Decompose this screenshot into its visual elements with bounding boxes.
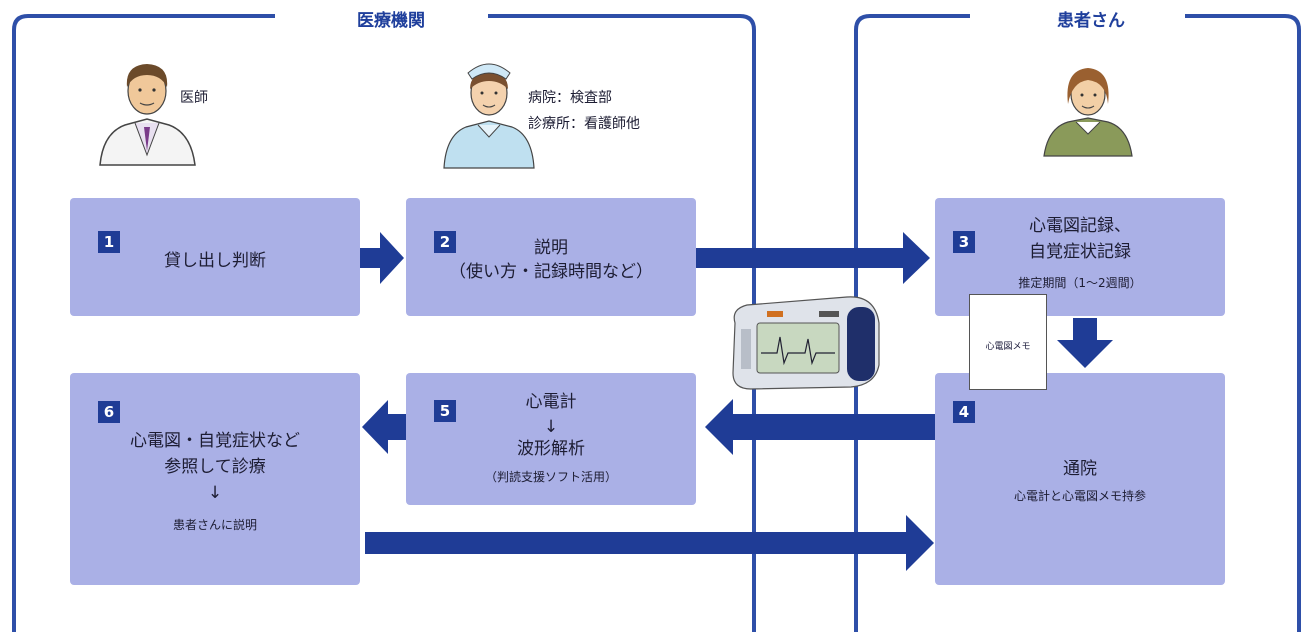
step-6-text-line2: 参照して診療 xyxy=(164,457,266,477)
step-3-number: 3 xyxy=(953,231,975,253)
step-5-text-line2: 波形解析 xyxy=(517,439,585,459)
doctor-label: 医師 xyxy=(180,90,208,106)
section-title-patient: 患者さん xyxy=(1025,6,1157,31)
step-6-text-line1: 心電図・自覚症状など xyxy=(130,431,300,451)
ecg-device-illustration xyxy=(732,296,880,390)
step-4-box: 4 通院 心電計と心電図メモ持参 xyxy=(935,373,1225,585)
step-1-text: 貸し出し判断 xyxy=(164,251,266,271)
step-6-subtext: 患者さんに説明 xyxy=(172,518,257,532)
step-5-number: 5 xyxy=(434,400,456,422)
patient-illustration xyxy=(1043,68,1133,157)
step-3-text-line1: 心電図記録、 xyxy=(1029,216,1131,236)
patient-frame xyxy=(854,14,1301,632)
step-3-text-line2: 自覚症状記録 xyxy=(1029,242,1131,262)
nurse-label-line2: 診療所：看護師他 xyxy=(528,116,640,132)
step-2-text-line1: 説明 xyxy=(534,238,568,258)
step-1-box: 1 貸し出し判断 xyxy=(70,198,360,316)
step-2-text-line2: （使い方・記録時間など） xyxy=(449,262,653,282)
step-3-subtext: 推定期間（1～2週間） xyxy=(1018,276,1142,290)
step-6-arrow: ↓ xyxy=(207,483,223,503)
step-5-arrow: ↓ xyxy=(543,417,559,437)
step-4-subtext: 心電計と心電図メモ持参 xyxy=(1013,489,1146,503)
step-4-number: 4 xyxy=(953,401,975,423)
ecg-memo-label: 心電図メモ xyxy=(985,342,1031,352)
step-4-text: 通院 xyxy=(1063,459,1097,479)
step-5-subtext: （判読支援ソフト活用） xyxy=(484,470,617,484)
medical-frame xyxy=(12,14,756,632)
step-2-number: 2 xyxy=(434,231,456,253)
step-2-box: 2 説明 （使い方・記録時間など） xyxy=(406,198,696,316)
doctor-illustration xyxy=(99,64,196,166)
nurse-illustration xyxy=(443,63,535,169)
step-6-number: 6 xyxy=(98,401,120,423)
step-5-text-line1: 心電計 xyxy=(525,392,577,412)
nurse-label-line1: 病院：検査部 xyxy=(528,90,612,106)
step-5-box: 5 心電計 ↓ 波形解析 （判読支援ソフト活用） xyxy=(406,373,696,505)
section-title-medical: 医療機関 xyxy=(325,6,457,31)
step-1-number: 1 xyxy=(98,231,120,253)
ecg-memo-card: 心電図メモ xyxy=(969,294,1047,390)
step-6-box: 6 心電図・自覚症状など 参照して診療 ↓ 患者さんに説明 xyxy=(70,373,360,585)
